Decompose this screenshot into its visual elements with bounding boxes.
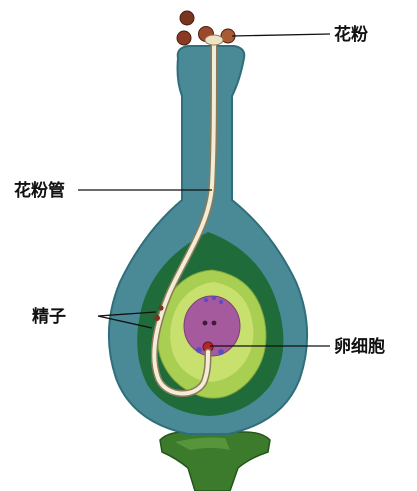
label-pollen-tube: 花粉管 — [14, 180, 65, 201]
label-pollen: 花粉 — [334, 24, 368, 45]
antipodal-cell — [212, 296, 216, 300]
label-egg-cell: 卵细胞 — [334, 336, 385, 357]
pollen-grain — [177, 31, 191, 45]
pollen-leader-line — [232, 34, 330, 36]
polar-nucleus — [212, 321, 217, 326]
antipodal-cell — [204, 298, 208, 302]
label-sperm: 精子 — [32, 306, 66, 327]
germinating-pollen — [205, 35, 223, 45]
sperm-cell — [154, 315, 160, 321]
antipodal-cell — [219, 300, 223, 304]
polar-nucleus — [203, 321, 208, 326]
pollen-grain — [180, 11, 194, 25]
sperm-cell — [158, 305, 163, 310]
synergid-cell — [196, 347, 202, 353]
synergid-cell — [218, 349, 224, 355]
